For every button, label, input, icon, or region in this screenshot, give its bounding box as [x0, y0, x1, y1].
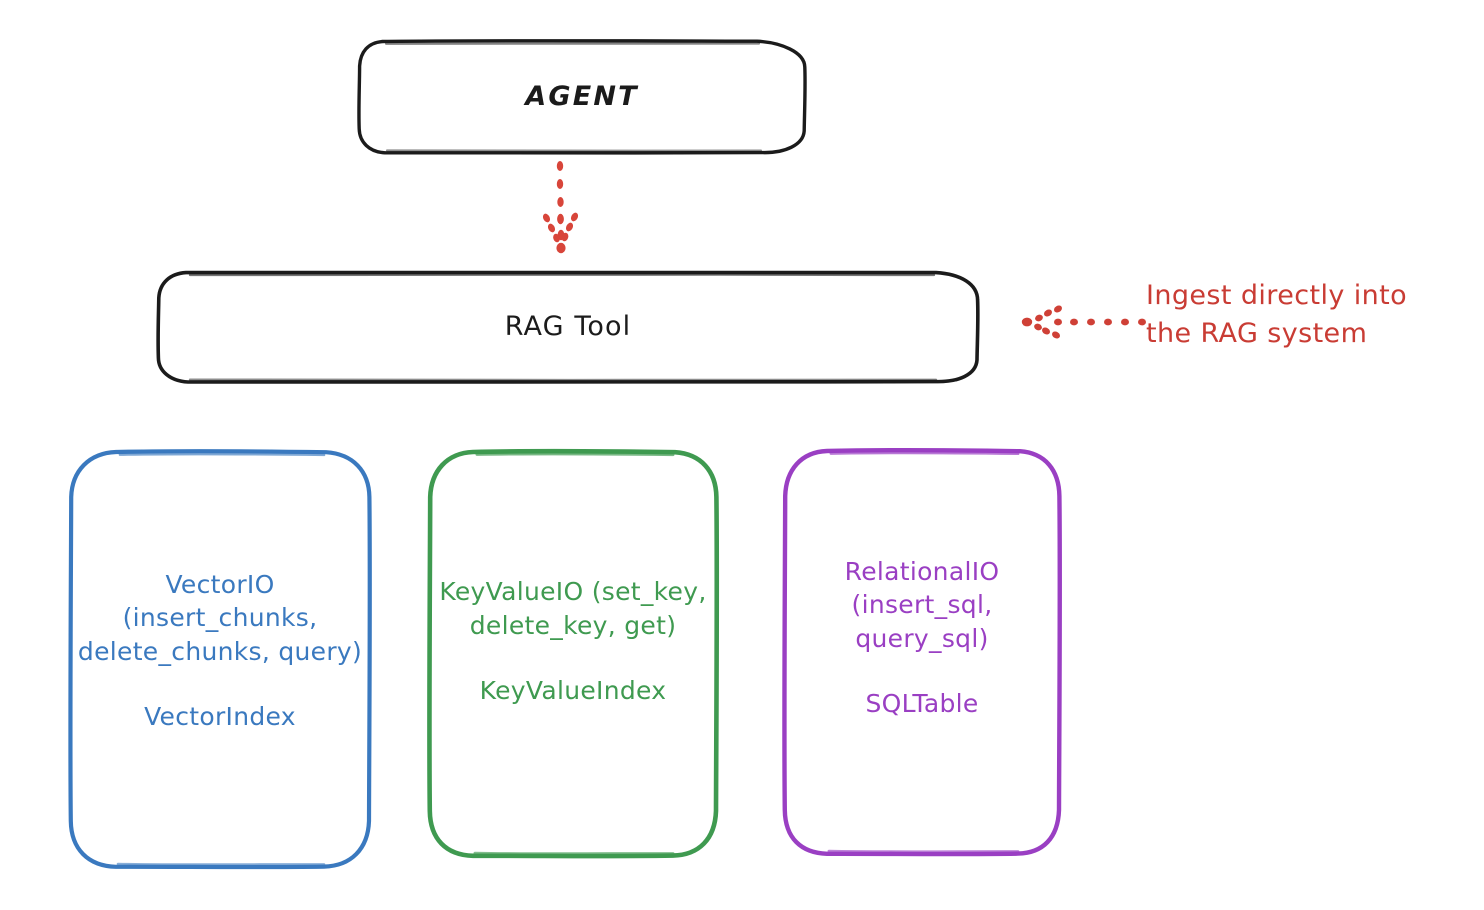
connector-ingest-arrow — [1021, 305, 1146, 339]
node-vector-io-index: VectorIndex — [144, 701, 296, 731]
node-key-value-io-index: KeyValueIndex — [479, 675, 667, 705]
node-key-value-io-content: KeyValueIO (set_key, delete_key, get) Ke… — [427, 575, 719, 705]
node-relational-io-content: RelationalIO (insert_sql, query_sql) SQL… — [782, 555, 1062, 718]
node-vector-io-content: VectorIO (insert_chunks, delete_chunks, … — [68, 568, 372, 731]
node-relational-io-api: RelationalIO (insert_sql, query_sql) — [844, 557, 1000, 653]
node-agent[interactable]: AGENT — [357, 39, 807, 155]
node-vector-io[interactable]: VectorIO (insert_chunks, delete_chunks, … — [68, 449, 372, 870]
node-vector-io-api: VectorIO (insert_chunks, delete_chunks, … — [77, 570, 363, 666]
node-key-value-io-api: KeyValueIO (set_key, delete_key, get) — [439, 577, 707, 640]
node-agent-label: AGENT — [525, 80, 639, 112]
node-relational-io[interactable]: RelationalIO (insert_sql, query_sql) SQL… — [782, 448, 1062, 857]
annotation-ingest-text: Ingest directly into the RAG system — [1146, 280, 1408, 350]
node-key-value-io[interactable]: KeyValueIO (set_key, delete_key, get) Ke… — [427, 448, 720, 859]
node-rag-tool-label: RAG Tool — [504, 310, 632, 342]
connector-agent-to-rag-tool — [542, 161, 579, 254]
node-rag-tool[interactable]: RAG Tool — [156, 270, 980, 384]
node-relational-io-index: SQLTable — [865, 688, 979, 718]
